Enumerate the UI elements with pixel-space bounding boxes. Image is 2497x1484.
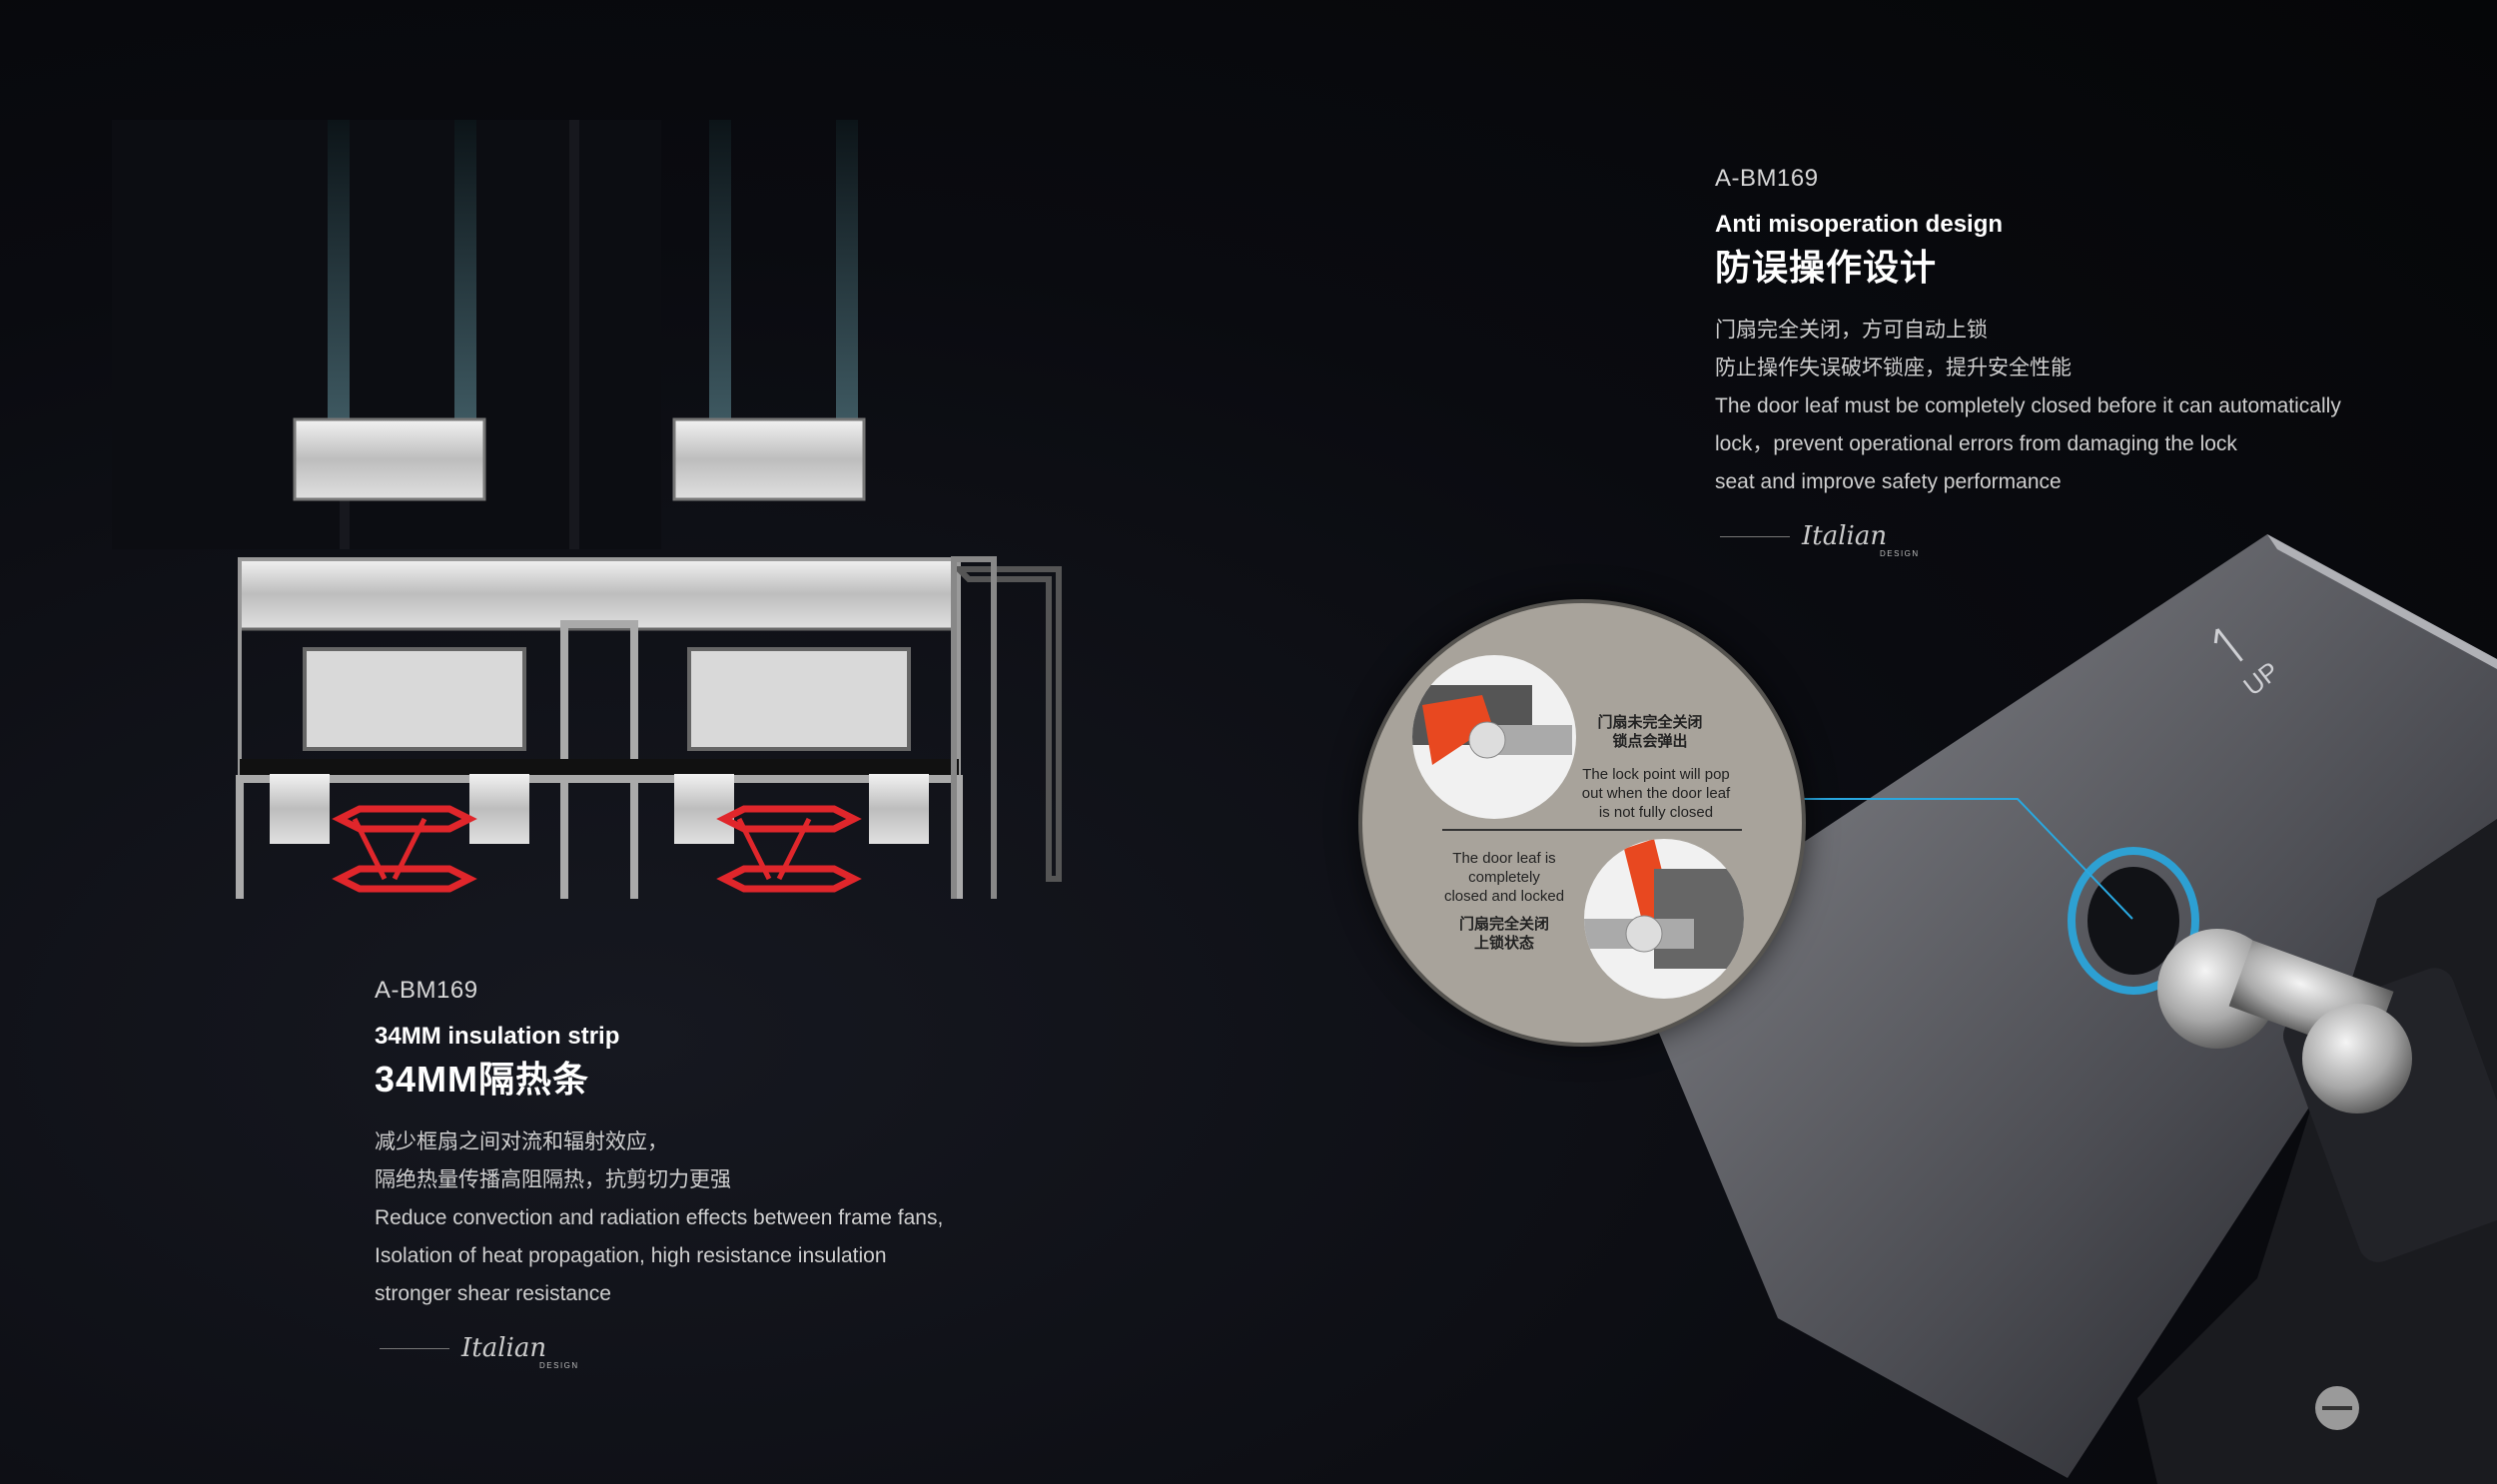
right-title-en: Anti misoperation design — [1715, 211, 2004, 238]
locked-en-line: closed and locked — [1443, 888, 1565, 905]
signature-line — [380, 1347, 449, 1349]
callout-divider — [1442, 829, 1742, 831]
left-description: 减少框扇之间对流和辐射效应， 隔绝热量传播高阻隔热，抗剪切力更强 Reduce … — [375, 1123, 943, 1313]
left-desc-line: 减少框扇之间对流和辐射效应， — [375, 1130, 668, 1153]
insulation-strip-right — [716, 805, 862, 893]
locked-caption-en: The door leaf is completely closed and l… — [1434, 849, 1574, 906]
locked-cn-line: 门扇完全关闭 — [1458, 916, 1549, 933]
unlocked-en-line: The lock point will pop — [1582, 766, 1730, 783]
left-desc-line: 隔绝热量传播高阻隔热，抗剪切力更强 — [375, 1168, 731, 1191]
unlocked-en-line: out when the door leaf — [1581, 785, 1731, 802]
left-desc-line: Isolation of heat propagation, high resi… — [375, 1244, 887, 1267]
right-signature-logo: Italian DESIGN — [1720, 521, 1918, 558]
right-model-number: A-BM169 — [1715, 165, 1819, 192]
callout-pointer-line — [1788, 798, 2133, 920]
locked-pin-drawing — [1584, 839, 1744, 969]
left-title-cn: 34MM隔热条 — [375, 1059, 590, 1100]
left-desc-line: stronger shear resistance — [375, 1282, 611, 1305]
unlocked-caption-cn: 门扇未完全关闭 锁点会弹出 — [1590, 713, 1710, 751]
right-desc-line: 门扇完全关闭，方可自动上锁 — [1715, 319, 1988, 342]
left-signature-logo: Italian DESIGN — [380, 1333, 577, 1370]
unlocked-pin-drawing — [1412, 685, 1572, 765]
right-desc-line: 防止操作失误破坏锁座，提升安全性能 — [1715, 357, 2072, 379]
profile-cross-section-image — [112, 120, 1062, 899]
locked-en-line: completely — [1468, 869, 1540, 886]
unlocked-en-line: is not fully closed — [1598, 804, 1714, 821]
left-desc-line: Reduce convection and radiation effects … — [375, 1206, 944, 1229]
left-title-en: 34MM insulation strip — [375, 1023, 620, 1050]
right-desc-line: The door leaf must be completely closed … — [1715, 394, 2341, 417]
unlocked-cn-line: 门扇未完全关闭 — [1597, 714, 1703, 731]
signature-script: Italian — [1802, 521, 1888, 551]
unlocked-cn-line: 锁点会弹出 — [1612, 733, 1688, 750]
right-desc-line: seat and improve safety performance — [1715, 470, 2062, 493]
signature-script: Italian — [461, 1333, 547, 1363]
right-desc-line: lock，prevent operational errors from dam… — [1715, 432, 2237, 455]
unlocked-detail-circle — [1412, 655, 1576, 819]
lock-detail-callout: 门扇未完全关闭 锁点会弹出 The lock point will pop ou… — [1358, 599, 1806, 1047]
right-description: 门扇完全关闭，方可自动上锁 防止操作失误破坏锁座，提升安全性能 The door… — [1715, 312, 2341, 501]
insulation-strip-left — [332, 805, 477, 893]
unlocked-caption-en: The lock point will pop out when the doo… — [1570, 765, 1742, 822]
left-model-number: A-BM169 — [375, 977, 478, 1004]
signature-sub: DESIGN — [539, 1361, 579, 1370]
signature-sub: DESIGN — [1880, 549, 1920, 558]
lock-hardware-image: UP — [1628, 534, 2497, 1484]
right-title-cn: 防误操作设计 — [1715, 247, 1938, 288]
locked-caption-cn: 门扇完全关闭 上锁状态 — [1444, 915, 1564, 953]
locked-cn-line: 上锁状态 — [1473, 935, 1534, 952]
signature-line — [1720, 535, 1790, 537]
locked-en-line: The door leaf is — [1452, 850, 1556, 867]
locked-detail-circle — [1584, 839, 1744, 999]
